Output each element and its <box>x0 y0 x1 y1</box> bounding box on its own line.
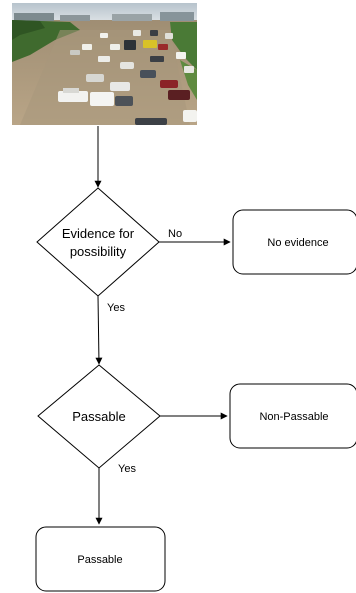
box-passable: Passable <box>35 526 166 592</box>
box-non-passable: Non-Passable <box>229 383 356 449</box>
edge-label-yes-1: Yes <box>107 302 125 314</box>
decision-evidence-line1: Evidence for <box>62 226 135 241</box>
connector-yes-1 <box>95 295 103 365</box>
box-no-evidence-label: No evidence <box>267 237 328 249</box>
box-passable-label: Passable <box>77 554 122 566</box>
box-no-evidence: No evidence <box>232 209 356 275</box>
decision-evidence-for-possibility: Evidence for possibility <box>36 187 160 297</box>
decision-passable-label: Passable <box>72 409 125 424</box>
decision-passable: Passable <box>37 364 161 469</box>
edge-label-yes-2: Yes <box>118 463 136 475</box>
box-non-passable-label: Non-Passable <box>259 411 328 423</box>
edge-label-no: No <box>168 228 182 240</box>
decision-evidence-line2: possibility <box>70 244 127 259</box>
flooded-road-photo <box>12 3 197 125</box>
